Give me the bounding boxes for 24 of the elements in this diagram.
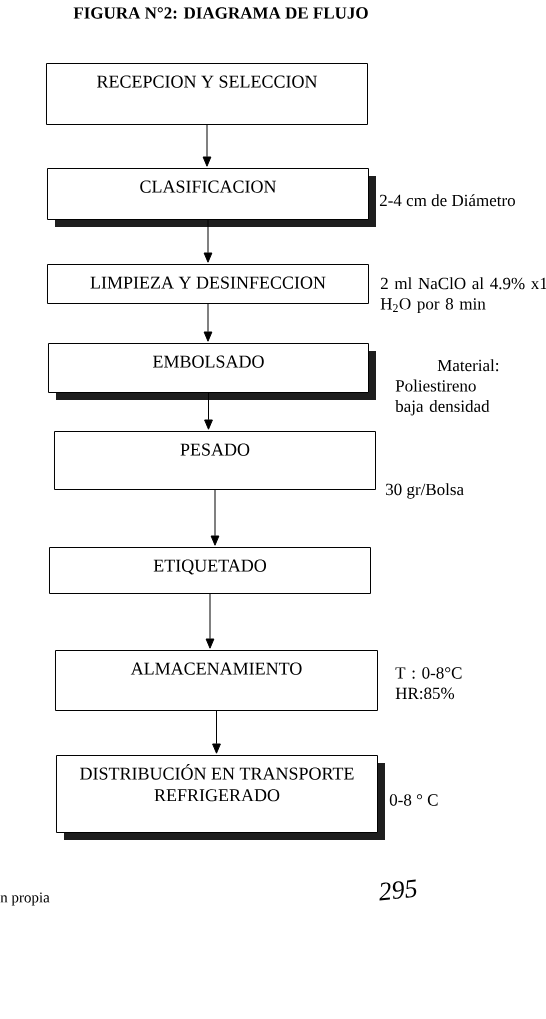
page-number: 295 (379, 879, 417, 901)
arrow (212, 710, 221, 754)
source-note: n propia (0, 892, 50, 906)
arrow (203, 303, 213, 342)
process-box: EMBOLSADO (48, 343, 376, 400)
side-note: Material: Poliestireno baja densidad (395, 359, 499, 416)
arrow (202, 124, 212, 167)
process-box: LIMPIEZA Y DESINFECCION (47, 264, 369, 304)
arrow (205, 593, 215, 649)
side-note: 2 ml NaClO al 4.9% x1 H$_{2}$O por 8 min (380, 277, 546, 314)
process-box: ALMACENAMIENTO (55, 650, 378, 711)
side-note: T : 0-8°C HR:85% (395, 667, 462, 700)
side-note: 30 gr/Bolsa (386, 483, 464, 499)
process-box: RECEPCION Y SELECCION (46, 63, 368, 125)
arrow (203, 219, 213, 263)
side-note: 0-8 ° C (389, 794, 438, 806)
process-box: PESADO (54, 431, 376, 490)
side-note: 2-4 cm de Diámetro (379, 194, 515, 207)
process-box: CLASIFICACION (47, 168, 376, 227)
arrow (204, 392, 213, 430)
process-box: DISTRIBUCIÓN EN TRANSPORTE REFRIGERADO (56, 755, 385, 840)
title: FIGURA N°2: DIAGRAMA DE FLUJO (73, 7, 368, 19)
arrow (210, 489, 220, 546)
process-box: ETIQUETADO (49, 547, 371, 594)
